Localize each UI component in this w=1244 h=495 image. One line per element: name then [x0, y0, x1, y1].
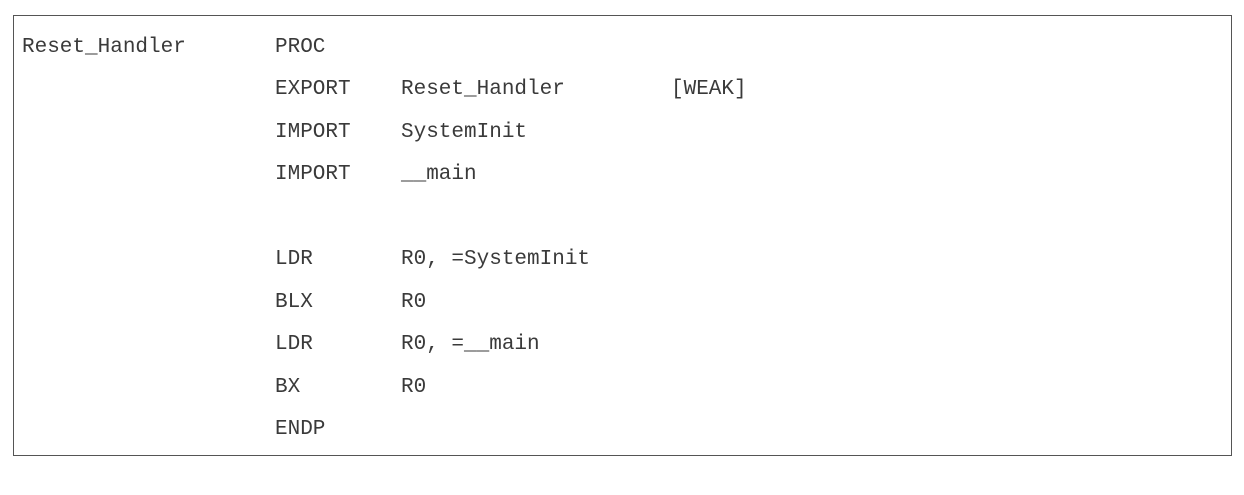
code-operand: __main: [401, 163, 477, 186]
code-operand: Reset_Handler: [401, 78, 565, 101]
code-line: BLX R0: [14, 290, 426, 316]
code-line: LDR R0, =__main: [14, 332, 540, 358]
code-mnemonic: LDR: [275, 333, 313, 356]
code-operand: SystemInit: [401, 121, 528, 144]
code-mnemonic: IMPORT: [275, 163, 351, 186]
code-line: ENDP: [14, 417, 325, 443]
code-line: EXPORT Reset_Handler [WEAK]: [14, 77, 747, 103]
code-operand: R0, =SystemInit: [401, 248, 591, 271]
code-operand: R0: [401, 376, 427, 399]
code-line: IMPORT SystemInit: [14, 120, 527, 146]
code-operand: R0, =__main: [401, 333, 540, 356]
code-mnemonic: BLX: [275, 291, 313, 314]
code-line: BX R0: [14, 375, 426, 401]
code-line: LDR R0, =SystemInit: [14, 247, 590, 273]
code-mnemonic: EXPORT: [275, 78, 351, 101]
code-attribute: [WEAK]: [671, 78, 747, 101]
code-mnemonic: IMPORT: [275, 121, 351, 144]
code-line: Reset_Handler PROC: [14, 35, 325, 61]
code-mnemonic: PROC: [275, 36, 326, 59]
code-operand: R0: [401, 291, 427, 314]
code-mnemonic: BX: [275, 376, 301, 399]
code-mnemonic: ENDP: [275, 418, 326, 441]
code-listing: Reset_Handler PROC EXPORT Reset_Handler …: [13, 15, 1232, 456]
code-mnemonic: LDR: [275, 248, 313, 271]
code-line: IMPORT __main: [14, 162, 477, 188]
code-label: Reset_Handler: [22, 36, 186, 59]
